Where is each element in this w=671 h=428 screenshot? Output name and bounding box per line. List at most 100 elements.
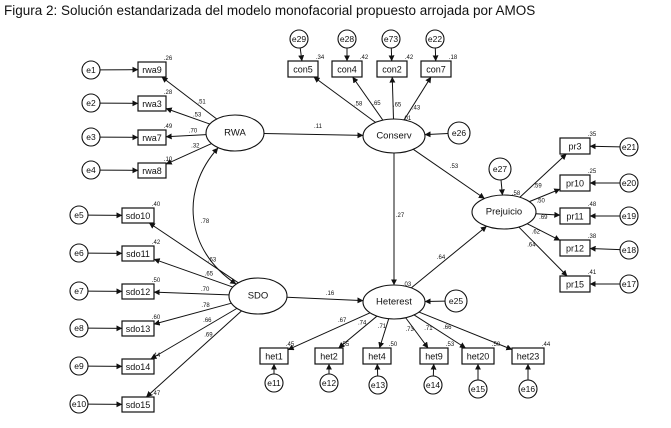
error-label-e18: e18 (622, 245, 636, 255)
indicator-label-het20: het20 (467, 352, 490, 362)
loading-arrow-con4 (352, 76, 384, 121)
loading-arrow-con5 (313, 76, 376, 123)
loading-arrow-rwa7 (165, 133, 207, 140)
disturbance-e25 (444, 289, 468, 313)
indicator-label-pr15: pr15 (566, 280, 584, 290)
indicator-r2-het2: .55 (341, 342, 350, 348)
loading-label-rwa9: .51 (197, 99, 206, 105)
indicator-r2-het9: .53 (446, 342, 455, 348)
error-e20 (619, 173, 639, 193)
error-label-e19: e19 (622, 211, 636, 221)
covariance-label: .78 (201, 219, 210, 225)
loading-label-rwa3: .53 (193, 112, 202, 118)
loading-label-het23: .66 (443, 325, 452, 331)
indicator-label-pr11: pr11 (566, 212, 583, 222)
indicator-het4 (362, 347, 392, 365)
error-e17 (619, 274, 639, 294)
error-e14 (423, 375, 443, 395)
disturbance-arrow-e27 (498, 179, 505, 196)
latent-label-Heterest: Heterest (376, 297, 412, 308)
figure-caption: Figura 2: Solución estandarizada del mod… (4, 3, 536, 18)
latent-r2-Prejuicio: .58 (512, 191, 521, 197)
path-label-SDO-Heterest: .16 (326, 291, 335, 297)
loading-label-sdo13: .78 (201, 303, 210, 309)
error-label-e73: e73 (384, 34, 398, 44)
indicator-r2-pr11: .48 (588, 202, 597, 208)
loading-arrow-pr11 (535, 211, 561, 218)
indicator-sdo14 (121, 358, 155, 375)
error-e18 (619, 240, 639, 260)
loading-arrow-pr10 (529, 188, 561, 203)
loading-label-sdo15: .69 (204, 332, 213, 338)
error-e8 (69, 318, 89, 338)
indicator-het9 (419, 347, 449, 365)
error-label-e13: e13 (371, 380, 385, 390)
error-e5 (69, 205, 89, 225)
error-label-e5: e5 (74, 210, 84, 220)
loading-arrow-sdo15 (145, 310, 242, 398)
indicator-rwa8 (137, 162, 167, 179)
loading-arrow-con7 (403, 76, 432, 121)
error-label-e11: e11 (267, 378, 281, 388)
path-label-Conserv-Prejuicio: .53 (450, 164, 459, 170)
indicator-sdo13 (121, 320, 155, 337)
latent-label-Conserv: Conserv (376, 131, 412, 142)
loading-arrow-het23 (418, 311, 513, 351)
error-arrow-pr12 (589, 245, 621, 252)
indicator-het23 (511, 347, 545, 365)
indicator-r2-sdo14: .44 (152, 353, 161, 359)
latent-label-Prejuicio: Prejuicio (486, 207, 522, 218)
indicator-r2-het4: .50 (389, 342, 398, 348)
indicator-r2-rwa9: .26 (164, 56, 173, 62)
indicator-r2-con2: .42 (405, 55, 414, 61)
indicator-label-het2: het2 (320, 352, 338, 362)
path-arrow-SDO-Heterest (286, 296, 364, 304)
indicator-het2 (314, 347, 344, 365)
loading-arrow-sdo14 (150, 307, 238, 360)
loading-label-con2: .65 (393, 102, 402, 108)
indicator-label-pr12: pr12 (566, 244, 584, 254)
indicator-r2-sdo15: .47 (152, 391, 161, 397)
loading-arrow-sdo13 (153, 302, 232, 326)
indicator-label-rwa8: rwa8 (142, 166, 162, 176)
error-label-e28: e28 (340, 34, 354, 44)
indicator-pr12 (559, 239, 591, 257)
error-e3 (81, 127, 101, 147)
error-e4 (81, 160, 101, 180)
loading-label-con7: .43 (412, 105, 421, 111)
error-label-e21: e21 (622, 142, 636, 152)
error-e9 (69, 356, 89, 376)
error-e73 (381, 29, 401, 49)
error-e7 (69, 281, 89, 301)
indicator-label-con4: con4 (337, 65, 357, 75)
loading-label-het2: .74 (358, 320, 367, 326)
loading-arrow-het2 (338, 315, 378, 349)
error-label-e3: e3 (86, 132, 96, 142)
loading-arrow-pr3 (519, 153, 567, 198)
indicator-r2-sdo10: .40 (152, 202, 161, 208)
indicator-het20 (461, 347, 495, 365)
loading-arrow-het4 (378, 318, 390, 349)
latent-Prejuicio (471, 194, 537, 230)
latent-SDO (228, 277, 288, 315)
indicator-label-het4: het4 (368, 352, 386, 362)
loading-label-pr10: .50 (537, 198, 546, 204)
loading-label-sdo12: .70 (201, 287, 210, 293)
indicator-con4 (331, 60, 363, 78)
loading-label-sdo14: .66 (203, 318, 212, 324)
loading-label-rwa8: .32 (191, 144, 200, 150)
error-e21 (619, 137, 639, 157)
latent-RWA (205, 114, 265, 152)
error-e1 (81, 60, 101, 80)
loading-arrow-het20 (413, 314, 466, 349)
disturbance-e27 (488, 157, 512, 181)
indicator-label-sdo14: sdo14 (126, 362, 151, 372)
disturbance-label-e26: e26 (452, 128, 466, 138)
error-label-e10: e10 (72, 399, 86, 409)
indicator-r2-het23: .44 (542, 342, 551, 348)
loading-arrow-rwa9 (161, 76, 218, 120)
error-label-e22: e22 (428, 34, 442, 44)
indicator-label-het23: het23 (517, 352, 540, 362)
covariance-rwa-sdo (192, 147, 237, 285)
